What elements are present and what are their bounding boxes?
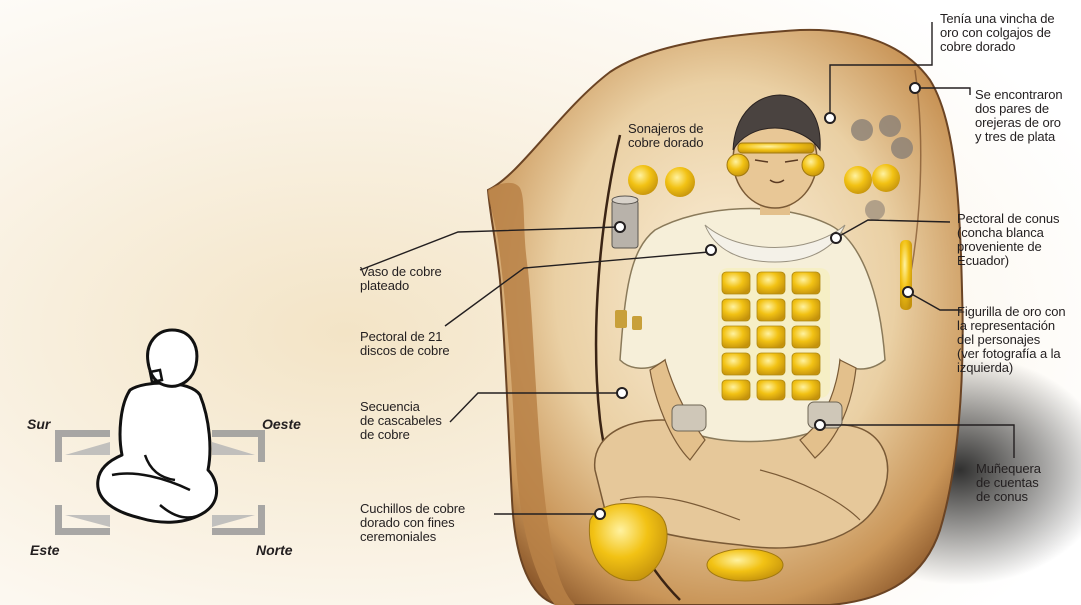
direction-sur: Sur (27, 416, 50, 432)
direction-este: Este (30, 542, 60, 558)
disc-pectoral (718, 268, 830, 400)
label-figurilla: Figurilla de oro con la representación d… (957, 305, 1066, 375)
direction-norte: Norte (256, 542, 293, 558)
dot-vaso (615, 222, 625, 232)
dot-vincha (825, 113, 835, 123)
label-pectoral-conus: Pectoral de conus (concha blanca proveni… (957, 212, 1059, 268)
label-vincha: Tenía una vincha de oro con colgajos de … (940, 12, 1054, 54)
label-cascabeles: Secuencia de cascabeles de cobre (360, 400, 442, 442)
label-orejeras: Se encontraron dos pares de orejeras de … (975, 88, 1063, 144)
dot-pectoral-discos (706, 245, 716, 255)
dot-figurilla (903, 287, 913, 297)
dot-pectoral-conus (831, 233, 841, 243)
dot-cuchillos (595, 509, 605, 519)
label-cuchillos: Cuchillos de cobre dorado con fines cere… (360, 502, 465, 544)
dot-cascabeles (617, 388, 627, 398)
label-sonajeros: Sonajeros de cobre dorado (628, 122, 703, 150)
direction-oeste: Oeste (262, 416, 301, 432)
label-vaso: Vaso de cobre plateado (360, 265, 442, 293)
dot-orejeras (910, 83, 920, 93)
sitting-figure-head (148, 330, 197, 386)
label-pectoral-discos: Pectoral de 21 discos de cobre (360, 330, 450, 358)
gold-figurine (900, 240, 912, 310)
dot-munequera (815, 420, 825, 430)
label-munequera: Muñequera de cuentas de conus (976, 462, 1041, 504)
silver-cup (612, 196, 638, 248)
